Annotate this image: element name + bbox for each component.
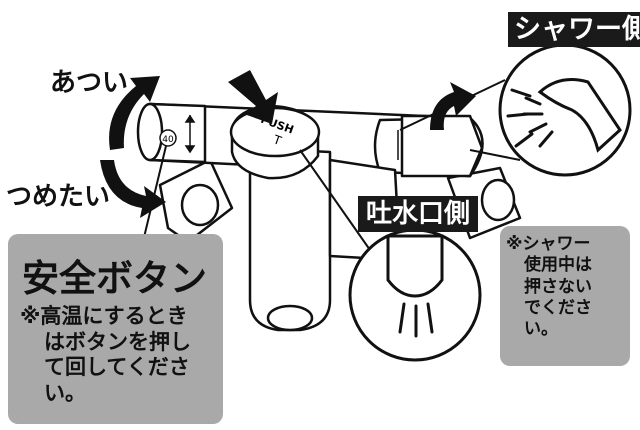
spout-side-label: 吐水口側 (358, 196, 479, 232)
safety-note-box (8, 234, 223, 424)
dial-number-badge: 40 (159, 129, 177, 147)
right-connector-nut (480, 178, 516, 222)
shower-head-icon (537, 78, 622, 153)
safety-note-line: はボタンを押し (44, 329, 191, 354)
safety-button-label: 安全ボタン (22, 257, 207, 300)
push-button-top (229, 106, 321, 158)
shower-note-box (500, 226, 630, 366)
switch-arrow-icon (430, 82, 476, 130)
shower-inset (399, 43, 632, 177)
shower-note-line: い。 (524, 319, 558, 339)
safety-note-line: て回してくださ (44, 355, 190, 380)
dial-number-text: 40 (162, 135, 174, 145)
shower-note-line: 使用中は (524, 255, 592, 276)
safety-note-line: い。 (44, 380, 86, 405)
shower-note: ※シャワー 使用中は 押さない でくださ い。 (506, 234, 592, 340)
safety-note-line: ※高温にするとき (20, 304, 188, 328)
safety-note: ※高温にするとき はボタンを押し て回してくださ い。 (20, 304, 191, 406)
left-connector-nut (180, 183, 220, 227)
cold-arrow-icon (100, 160, 166, 218)
shower-note-line: ※シャワー (506, 234, 591, 254)
cold-label: つめたい (6, 182, 111, 212)
hot-arrow-icon (109, 76, 160, 150)
shower-side-label: シャワー側 (508, 12, 640, 47)
push-arrow-icon (228, 70, 278, 124)
shower-note-line: でくださ (524, 297, 592, 318)
shower-note-line: 押さない (524, 276, 592, 297)
hot-label: あつい (50, 68, 129, 98)
